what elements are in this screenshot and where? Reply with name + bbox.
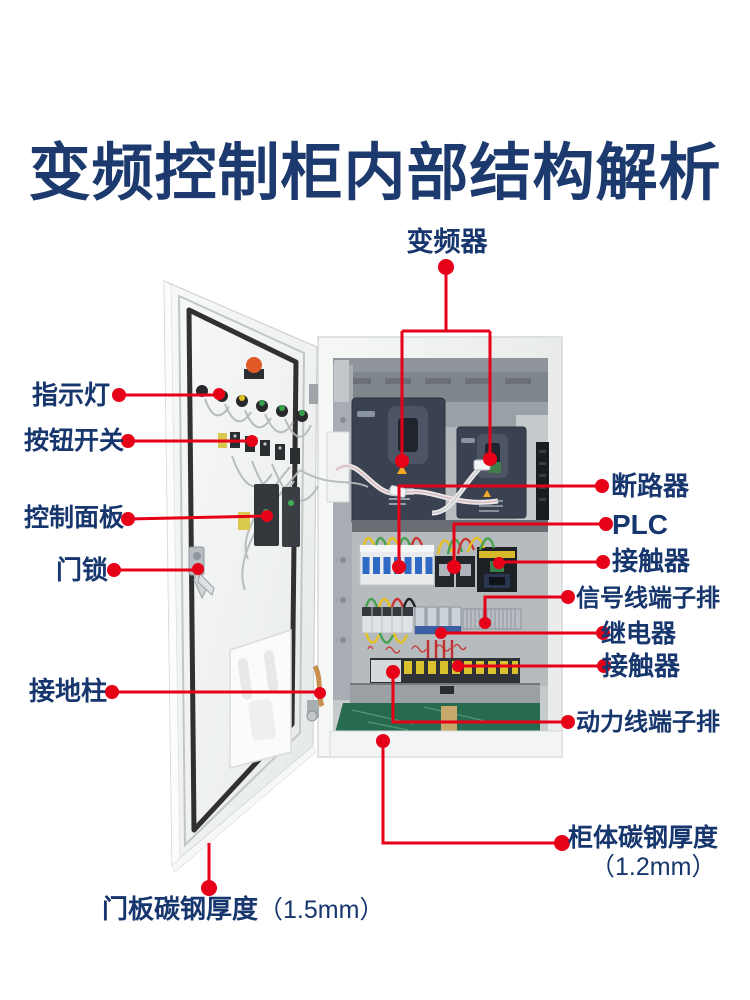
label-plc: PLC <box>612 509 668 540</box>
door <box>163 280 369 873</box>
label-door-lock: 门锁 <box>55 555 108 585</box>
warning-triangle <box>483 490 491 497</box>
document-pocket <box>229 628 292 769</box>
callout-signal-terminal <box>483 595 568 623</box>
callout-dots <box>105 259 613 896</box>
component-row-1 <box>359 544 517 592</box>
cabinet-base <box>329 683 563 758</box>
label-circuit-breaker: 断路器 <box>611 471 690 501</box>
callout-plc <box>452 522 606 567</box>
door-bottom-edge <box>171 745 317 873</box>
label-grounding-post: 接地柱 <box>28 676 107 706</box>
label-cabinet-steel-thickness: 柜体碳钢厚度（1.2mm） <box>568 824 718 882</box>
wire-loops <box>362 536 496 658</box>
label-value: （1.2mm） <box>590 852 717 881</box>
component-row-2 <box>361 606 522 635</box>
inverter-brand-mark <box>357 411 375 417</box>
floor-object <box>441 706 457 732</box>
callout-control-panel <box>127 514 268 521</box>
callout-power-terminal <box>391 672 568 724</box>
label-text: 柜体碳钢厚度 <box>568 824 719 852</box>
label-power-terminal-strip: 动力线端子排 <box>576 709 720 736</box>
label-signal-terminal-strip: 信号线端子排 <box>576 585 720 612</box>
page-title: 变频控制柜内部结构解析 <box>28 139 722 208</box>
label-control-panel: 控制面板 <box>23 504 124 532</box>
handwritten-marks <box>367 643 467 654</box>
rotary-knob <box>246 357 262 373</box>
door-recess-line <box>177 294 306 848</box>
label-relay: 继电器 <box>601 620 677 648</box>
ground-strap <box>312 664 325 707</box>
callout-circuit-breaker <box>397 484 602 567</box>
label-contactor-lower: 接触器 <box>602 651 681 681</box>
inverter-brand-mark <box>461 438 475 443</box>
warning-triangle <box>397 465 407 474</box>
cable-sleeve <box>334 360 349 402</box>
label-contactor-upper: 接触器 <box>612 546 691 576</box>
bottom-frame <box>329 730 563 758</box>
signal-terminal-block <box>462 608 522 630</box>
label-text: 门板碳钢厚度 <box>102 894 259 924</box>
door-gasket <box>186 307 299 833</box>
label-value: （1.5mm） <box>258 896 385 924</box>
label-indicator-light: 指示灯 <box>31 380 110 410</box>
hinges-grounding <box>306 384 325 722</box>
callout-cabinet-steel <box>381 741 562 845</box>
pcb-glimpse <box>489 462 501 473</box>
callout-inverter <box>400 267 492 461</box>
label-inverter: 变频器 <box>406 227 488 257</box>
label-button-switch: 按钮开关 <box>23 427 124 455</box>
ribbon-cables <box>334 459 499 516</box>
label-door-steel-thickness: 门板碳钢厚度（1.5mm） <box>102 894 385 925</box>
